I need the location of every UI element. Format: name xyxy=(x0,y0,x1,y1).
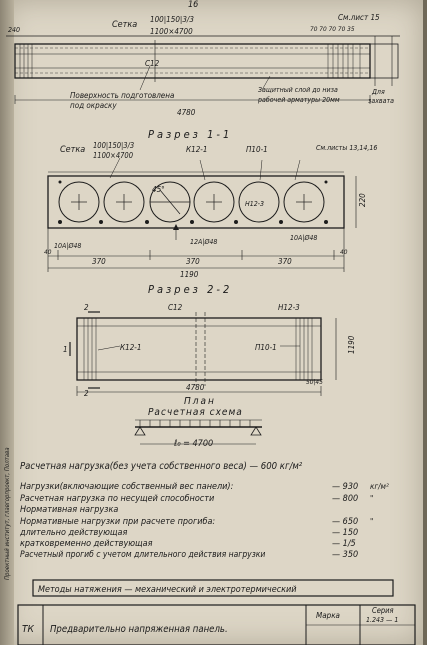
methods-label: Методы натяжения — механический и электр… xyxy=(38,585,297,595)
plan-title: Разрез 2-2 xyxy=(148,283,232,296)
plan-length: 4780 xyxy=(186,383,205,392)
section-bars-mid: 12А|Ø48 xyxy=(190,238,217,246)
series-value: 1.243 — 1 xyxy=(366,616,398,624)
plan-k-label: К12-1 xyxy=(120,343,141,352)
plan-marker-2-bottom: 2 xyxy=(84,389,89,398)
bar-label-c12: С12 xyxy=(145,59,160,68)
elevation-view: 240 Сетка 100|150|3/3 1100×4700 См.лист … xyxy=(6,13,400,117)
section-height: 220 xyxy=(358,193,367,207)
load-row-value: — 350 xyxy=(332,550,358,560)
section-angle: 45° xyxy=(152,185,165,194)
plan-marker-1: 1 xyxy=(63,345,68,354)
dim-40-left: 40 xyxy=(44,248,52,256)
sheet-binding-edge xyxy=(0,0,14,645)
plan-edge-dim: 50|45 xyxy=(306,378,323,386)
mark-header: Марка xyxy=(316,611,340,620)
note-surface-1: Поверхность подготовлена xyxy=(70,91,174,100)
load-row-unit: " xyxy=(370,517,373,526)
drawing-sheet xyxy=(4,0,423,645)
dim-370-b: 370 xyxy=(186,257,200,266)
section-mesh-spec-1: 100|150|3/3 xyxy=(93,141,134,150)
load-row-value: — 800 xyxy=(332,494,358,504)
load-row-value: — 150 xyxy=(332,528,358,538)
load-row-unit: кг/м² xyxy=(370,482,389,491)
plan-marker-2-top: 2 xyxy=(84,303,89,312)
load-row-value: — 930 xyxy=(332,482,358,492)
load-header: Расчетная нагрузка(без учета собственног… xyxy=(20,461,303,472)
plan-p-label: П10-1 xyxy=(255,343,277,352)
scheme-title: Расчетная схема xyxy=(148,407,243,418)
load-row-label: Нагрузки(включающие собственный вес пане… xyxy=(20,482,234,492)
tk-label: ТК xyxy=(22,624,34,635)
elevation-length: 4780 xyxy=(177,108,196,117)
section-width: 1190 xyxy=(180,270,199,279)
section-n-label: Н12-3 xyxy=(245,200,264,208)
mesh-spec-top-1: 100|150|3/3 xyxy=(150,15,194,24)
spacing-dims: 70 70 70 70 35 xyxy=(310,25,355,33)
section-bars-left: 10А|Ø48 xyxy=(54,242,81,250)
side-stamp-text: Проектный институт, главгорпроект, Полта… xyxy=(4,447,11,580)
plan-width: 1190 xyxy=(347,335,356,354)
load-row-value: — 1/5 xyxy=(332,539,356,549)
note-wall-1: Для xyxy=(371,88,385,96)
load-row-label: Расчетная нагрузка по несущей способност… xyxy=(20,494,214,504)
plan-view: 2 2 1 С12 Н12-3 К12-1 П10-1 1190 4780 50… xyxy=(63,303,356,398)
section-k-label: К12-1 xyxy=(186,145,207,154)
plan-c-label: С12 xyxy=(168,303,183,312)
load-row-label: длительно действующая xyxy=(19,528,127,538)
page-number: 16 xyxy=(188,0,198,10)
section-outline xyxy=(47,175,345,229)
cross-section: Сетка 100|150|3/3 1100×4700 К12-1 П10-1 … xyxy=(44,141,377,279)
load-row-label: Нормативные нагрузки при расчете прогиба… xyxy=(20,517,215,527)
title-block: Методы натяжения — механический и электр… xyxy=(17,579,416,645)
section-mesh-label: Сетка xyxy=(60,145,85,155)
load-row-label: Расчетный прогиб с учетом длительного де… xyxy=(20,550,265,560)
mesh-label-top: Сетка xyxy=(112,20,137,30)
section-mesh-spec-2: 1100×4700 xyxy=(93,151,133,160)
load-table: Нагрузки(включающие собственный вес пане… xyxy=(19,482,389,560)
panel-name: Предварительно напряженная панель. xyxy=(50,624,228,635)
load-row-value: — 650 xyxy=(332,517,358,527)
plan-n-label: Н12-3 xyxy=(278,303,300,312)
load-row-unit: " xyxy=(370,494,373,503)
dim-40-right: 40 xyxy=(340,248,348,256)
see-also-sheet: См.лист 15 xyxy=(338,13,380,22)
note-surface-2: под окраску xyxy=(70,101,117,110)
section-bars-right: 10А|Ø48 xyxy=(290,234,317,242)
section-p-label: П10-1 xyxy=(246,145,268,154)
load-row-label: Нормативная нагрузка xyxy=(20,505,118,515)
section-sheets-label: См.листы 13,14,16 xyxy=(316,144,377,152)
scheme-span: ℓ₀ = 4700 xyxy=(173,439,213,449)
dim-left: 240 xyxy=(8,26,20,34)
section-title: Разрез 1-1 xyxy=(148,128,232,141)
plan-outline xyxy=(76,317,322,381)
plan-caption: План xyxy=(184,396,216,407)
note-cover-1: Защитный слой до низа xyxy=(258,86,338,94)
calc-scheme: ℓ₀ = 4700 xyxy=(134,419,262,449)
series-header: Серия xyxy=(372,606,394,615)
note-cover-2: рабочей арматуры 20мм xyxy=(257,96,340,104)
note-wall-2: захвата xyxy=(368,97,394,105)
dim-370-c: 370 xyxy=(278,257,292,266)
mesh-spec-top-2: 1100×4700 xyxy=(150,27,193,36)
dim-370-a: 370 xyxy=(92,257,106,266)
load-row-label: кратковременно действующая xyxy=(20,539,153,549)
